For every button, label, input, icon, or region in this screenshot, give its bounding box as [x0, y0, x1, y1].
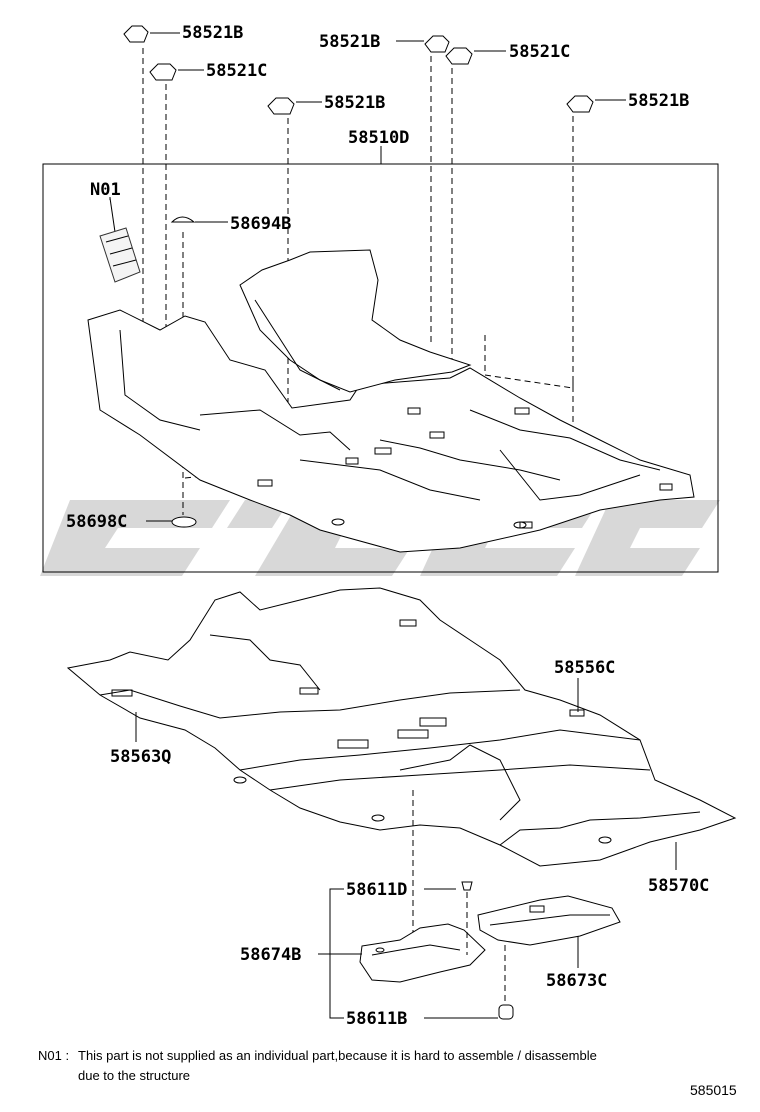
label-58510d: 58510D [348, 128, 409, 148]
floor-silencer-58563q [66, 587, 737, 867]
label-58556c: 58556C [554, 658, 615, 678]
label-58611b: 58611B [346, 1009, 407, 1029]
label-58521b-1: 58521B [182, 23, 243, 43]
label-n01: N01 [90, 180, 121, 200]
clip-58521b-3 [267, 97, 322, 115]
n01-pad [99, 197, 141, 283]
clip-58611d [461, 881, 473, 891]
label-58698c: 58698C [66, 512, 127, 532]
footnote-line-1: This part is not supplied as an individu… [78, 1048, 597, 1063]
label-58563q: 58563Q [110, 747, 171, 767]
bolt-58611b [498, 1004, 514, 1020]
floor-carpet-58510d [87, 249, 695, 553]
bracket-58674b [318, 923, 486, 983]
footnote-prefix: N01 : [38, 1048, 70, 1063]
label-58673c: 58673C [546, 971, 607, 991]
label-58521b-4: 58521B [628, 91, 689, 111]
clip-58521b-2 [396, 35, 450, 53]
label-58521b-3: 58521B [324, 93, 385, 113]
label-58611d: 58611D [346, 880, 407, 900]
bracket-58673c [477, 895, 621, 968]
label-58521c-2: 58521C [509, 42, 570, 62]
label-58570c: 58570C [648, 876, 709, 896]
clip-58521c-1 [149, 63, 204, 81]
clip-58521b-4 [566, 95, 626, 113]
label-58694b: 58694B [230, 214, 291, 234]
figure-number: 585015 [690, 1082, 737, 1098]
clip-58694b [170, 216, 228, 223]
footnote-line-2: due to the structure [78, 1068, 191, 1083]
label-58674b: 58674B [240, 945, 301, 965]
label-58521b-2: 58521B [319, 32, 380, 52]
clip-58521c-2 [445, 47, 506, 65]
label-58521c-1: 58521C [206, 61, 267, 81]
clip-58698c [146, 516, 197, 528]
clip-58521b-1 [123, 25, 180, 43]
